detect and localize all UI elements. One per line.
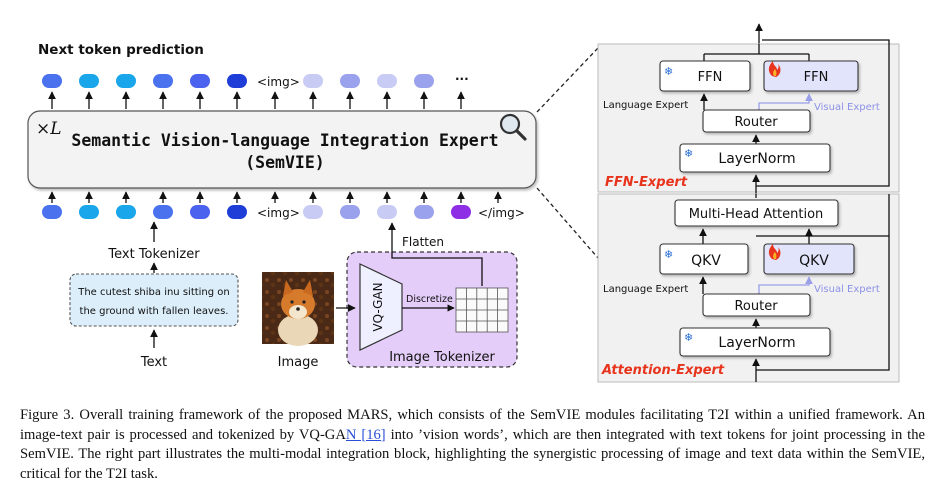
token-top-8 — [340, 74, 360, 88]
ffn-visual-label: FFN — [804, 70, 829, 85]
visual-expert-label-2: Visual Expert — [814, 284, 880, 295]
discretize-label: Discretize — [406, 294, 453, 305]
token-bottom-9 — [377, 205, 397, 219]
top-token-row: <img> ··· — [42, 72, 469, 89]
snowflake-icon: ❄ — [664, 248, 673, 261]
language-expert-label-2: Language Expert — [603, 284, 688, 295]
token-top-7 — [303, 74, 323, 88]
top-arrows — [48, 91, 465, 109]
layernorm-label-1: LayerNorm — [718, 151, 795, 167]
layernorm-box-2 — [679, 327, 831, 357]
router-to-ffn-visual — [758, 93, 813, 110]
ffn-residual — [756, 39, 890, 187]
img-token-bottom: <img> — [257, 206, 300, 220]
ffn-language-label: FFN — [698, 70, 723, 85]
snowflake-icon: ❄ — [684, 147, 693, 160]
token-grid — [455, 287, 509, 333]
token-bottom-2 — [79, 205, 99, 219]
token-top-2 — [79, 74, 99, 88]
layernorm-label-2: LayerNorm — [718, 335, 795, 351]
framework-diagram: Next token prediction <img> ··· ×L Seman… — [27, 23, 900, 383]
token-bottom-11 — [451, 205, 471, 219]
token-top-10 — [414, 74, 434, 88]
semvie-title-line1: Semantic Vision-language Integration Exp… — [71, 131, 498, 150]
text-tokenizer-label: Text Tokenizer — [107, 247, 200, 262]
semvie-title-line2: (SemVIE) — [245, 153, 324, 172]
zoom-line-bottom — [536, 187, 599, 259]
router-box-1 — [702, 109, 811, 133]
token-bottom-3 — [116, 205, 136, 219]
flatten-label: Flatten — [402, 235, 444, 249]
img-token-top: <img> — [257, 75, 300, 89]
snowflake-icon: ❄ — [684, 331, 693, 344]
flame-icon — [768, 61, 781, 77]
flatten-arrow — [388, 222, 483, 286]
visual-expert-label-1: Visual Expert — [814, 102, 880, 113]
ffn-expert-title: FFN-Expert — [605, 175, 688, 190]
img-end-token: </img> — [478, 206, 525, 220]
zoom-line-top — [536, 47, 599, 113]
figure-caption: Figure 3. Overall training framework of … — [20, 406, 925, 484]
router-to-qkv-visual — [758, 276, 813, 294]
token-bottom-4 — [153, 205, 173, 219]
ffn-visual-box — [763, 60, 859, 92]
times-l: ×L — [36, 119, 62, 139]
text-prompt-box — [69, 273, 239, 327]
image-tokenizer-label: Image Tokenizer — [389, 350, 495, 365]
token-bottom-7 — [303, 205, 323, 219]
mha-box — [674, 199, 839, 227]
token-top-4 — [153, 74, 173, 88]
token-bottom-5 — [190, 205, 210, 219]
qkv-visual-label: QKV — [799, 253, 829, 269]
ffn-language-box — [659, 60, 751, 92]
text-label: Text — [140, 355, 167, 370]
token-bottom-1 — [42, 205, 62, 219]
vqgan-encoder — [359, 263, 403, 351]
text-prompt-line1: The cutest shiba inu sitting on — [77, 287, 230, 298]
ellipsis: ··· — [455, 72, 469, 86]
token-bottom-6 — [227, 205, 247, 219]
shiba-image — [262, 272, 334, 346]
citation-link[interactable]: N [16] — [345, 426, 386, 443]
vqgan-label: VQ-GAN — [371, 282, 385, 331]
flame-icon — [768, 244, 781, 260]
caption-part2: into ’vision words’, which are then inte… — [20, 426, 925, 482]
semvie-block — [27, 110, 537, 189]
router-label-1: Router — [734, 115, 778, 130]
qkv-visual-box — [763, 243, 855, 275]
mha-label: Multi-Head Attention — [689, 207, 824, 222]
attention-expert-title: Attention-Expert — [601, 363, 725, 378]
caption-part1: Figure 3. Overall training framework of … — [20, 407, 925, 443]
attn-residual — [756, 235, 890, 371]
token-top-5 — [190, 74, 210, 88]
text-prompt-line2: the ground with fallen leaves. — [80, 306, 229, 317]
bottom-token-row: <img> </img> — [42, 205, 525, 220]
bottom-arrows — [48, 191, 502, 203]
image-label: Image — [278, 355, 319, 370]
next-token-label: Next token prediction — [38, 42, 204, 58]
token-bottom-10 — [414, 205, 434, 219]
snowflake-icon: ❄ — [664, 65, 673, 78]
router-label-2: Router — [734, 299, 778, 314]
token-top-3 — [116, 74, 136, 88]
token-top-9 — [377, 74, 397, 88]
token-top-6 — [227, 74, 247, 88]
magnifier-icon — [499, 113, 527, 141]
qkv-language-label: QKV — [691, 253, 721, 269]
token-top-1 — [42, 74, 62, 88]
router-box-2 — [702, 293, 811, 317]
token-bottom-8 — [340, 205, 360, 219]
layernorm-box-1 — [679, 143, 831, 173]
qkv-language-box — [659, 243, 749, 275]
language-expert-label-1: Language Expert — [603, 100, 688, 111]
